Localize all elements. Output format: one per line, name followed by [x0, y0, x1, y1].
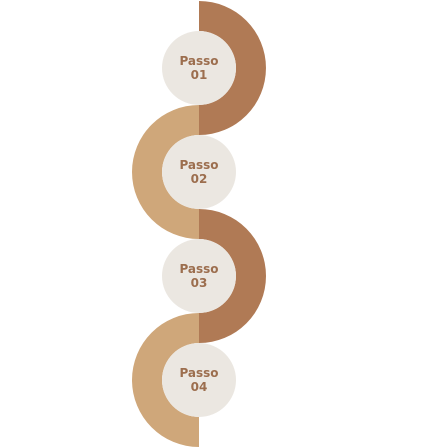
step-number: 02	[191, 172, 208, 186]
step-circle-01	[162, 31, 236, 105]
step-arc-02	[132, 105, 199, 239]
step-circle-04	[162, 343, 236, 417]
step-number: 03	[191, 276, 208, 290]
step-arc-01	[199, 1, 266, 135]
step-number: 01	[191, 68, 208, 82]
step-number: 04	[191, 380, 208, 394]
step-circle-03	[162, 239, 236, 313]
step-arc-03	[199, 209, 266, 343]
step-circle-02	[162, 135, 236, 209]
step-label: Passo	[179, 366, 218, 380]
step-arc-04	[132, 313, 199, 447]
step-label: Passo	[179, 262, 218, 276]
arc-layer	[132, 1, 266, 447]
step-label: Passo	[179, 54, 218, 68]
step-label: Passo	[179, 158, 218, 172]
